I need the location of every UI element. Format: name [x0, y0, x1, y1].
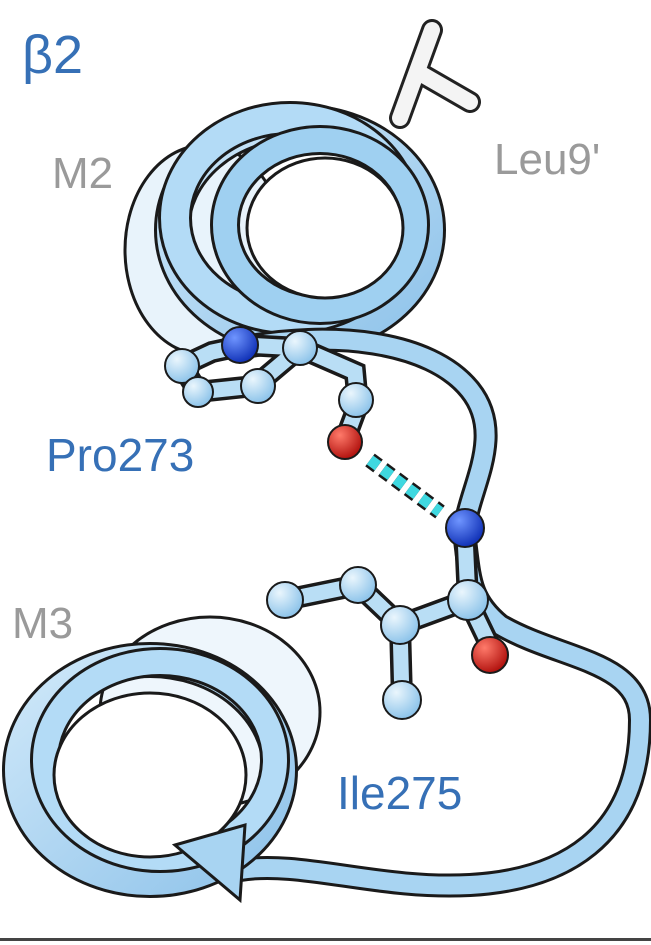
- pro-oxygen: [327, 424, 363, 460]
- ile275-label: Ile275: [337, 767, 463, 819]
- backbone-loop: [228, 327, 651, 898]
- pro273-label: Pro273: [46, 429, 195, 481]
- pro-carbon: [182, 376, 214, 408]
- leu9-label: Leu9': [494, 135, 601, 184]
- ile-carbon: [339, 566, 377, 604]
- ile-carbon: [380, 605, 420, 645]
- chain-label: β2: [22, 25, 84, 85]
- pro-nitrogen: [221, 326, 259, 364]
- leu9-sidechain-fill: [392, 22, 478, 126]
- ile-nitrogen: [445, 508, 485, 548]
- m3-helix: [2, 615, 322, 904]
- ile-oxygen: [471, 636, 509, 674]
- ile-carbon: [266, 581, 304, 619]
- pro-carbon: [338, 382, 374, 418]
- hydrogen-bond: [365, 453, 445, 519]
- m2-helix: [123, 101, 446, 357]
- pro-carbon: [240, 368, 276, 404]
- bottom-divider: [0, 938, 651, 941]
- atoms: [164, 326, 509, 720]
- ile-carbon: [382, 680, 422, 720]
- m2-helix-label: M2: [52, 149, 114, 198]
- pro-carbon: [164, 348, 200, 384]
- m3-helix-label: M3: [12, 599, 74, 648]
- pro-carbon: [282, 330, 318, 366]
- ile-carbon: [447, 579, 489, 621]
